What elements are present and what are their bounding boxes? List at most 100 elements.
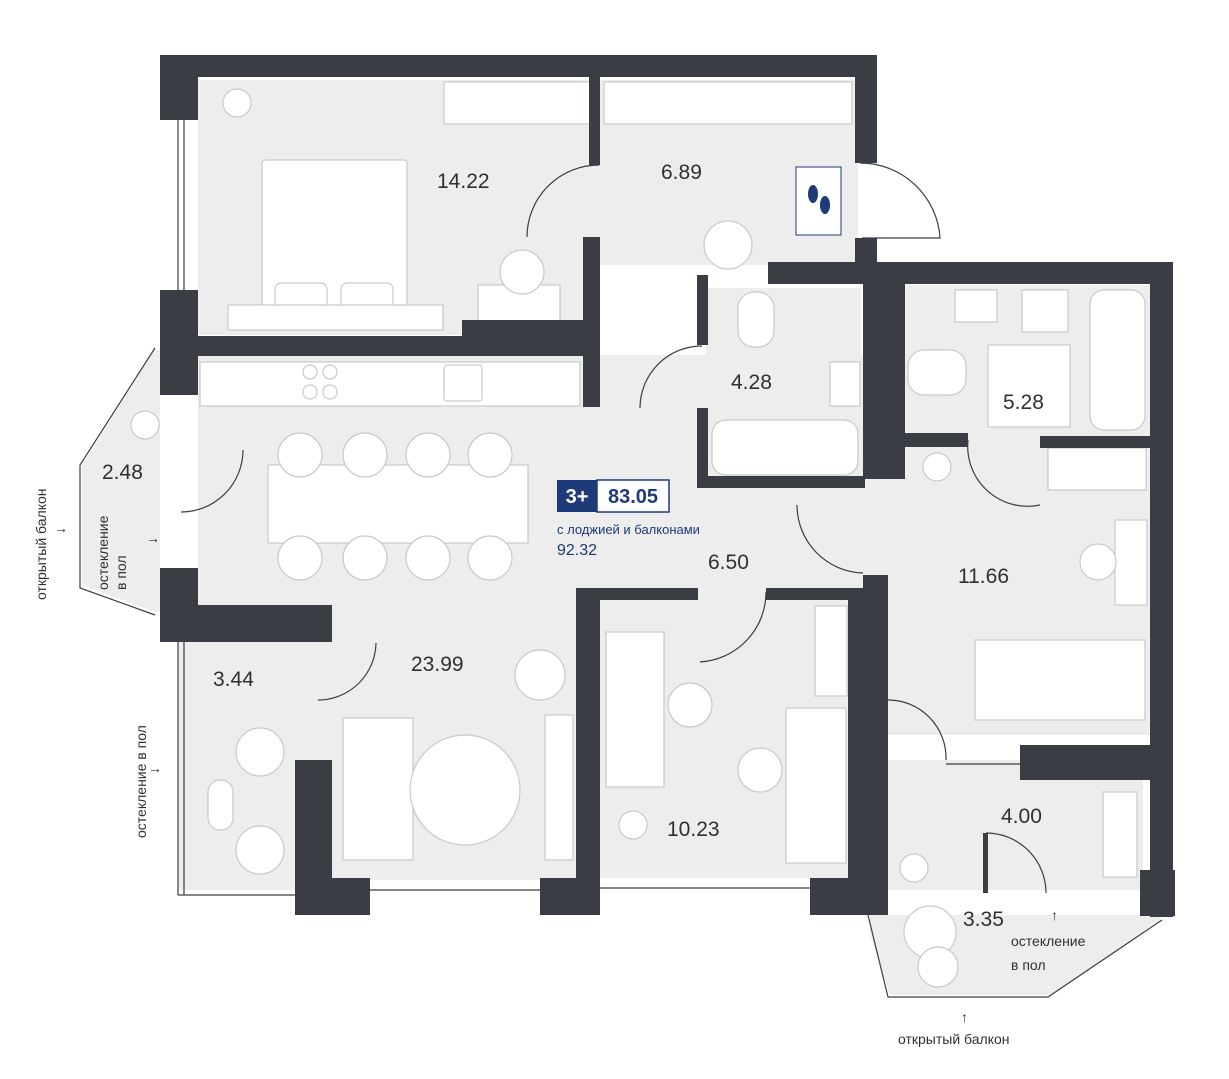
desk: [605, 631, 665, 788]
wall: [697, 275, 708, 345]
bed: [974, 639, 1146, 721]
kitchen-counter: [199, 361, 581, 407]
dining-chair: [467, 535, 513, 581]
armchair: [703, 220, 753, 270]
door-swing: [796, 504, 864, 574]
area-living-kitchen: 23.99: [411, 653, 464, 676]
chair: [1079, 543, 1117, 581]
area-balcony-bottom: 3.35: [963, 908, 1004, 931]
glazing-bottom-line2: в пол: [1011, 957, 1046, 973]
shower-tray: [987, 344, 1071, 428]
plant-icon: [618, 810, 648, 840]
entrance-door: [859, 162, 941, 239]
wall: [1140, 870, 1175, 916]
wall: [540, 878, 600, 915]
armchair: [235, 825, 285, 875]
office-chair: [737, 747, 783, 793]
armchair: [235, 727, 285, 777]
rooms-count: 3+: [566, 486, 589, 508]
dining-table: [267, 464, 529, 544]
dining-chair: [405, 432, 451, 478]
area-bedroom-main: 14.22: [437, 170, 490, 193]
side-table: [207, 779, 234, 831]
wardrobe: [603, 81, 853, 125]
wall: [1150, 262, 1173, 917]
stove-burner: [322, 364, 338, 380]
area-bedroom-right: 11.66: [958, 565, 1009, 588]
wall: [863, 284, 905, 479]
walls: [160, 55, 1175, 917]
wall: [766, 588, 863, 600]
wall: [160, 336, 600, 356]
wall: [576, 588, 600, 886]
side-table: [917, 946, 959, 988]
dining-chair: [342, 432, 388, 478]
open-balcony-left-label: открытый балкон: [33, 488, 49, 600]
arrow-up-icon: ↑: [961, 1009, 968, 1025]
entrance-footprints-icon: [795, 166, 842, 236]
plant-icon: [922, 452, 952, 482]
wardrobe: [443, 81, 591, 125]
stove-burner: [302, 364, 318, 380]
door-swing: [526, 164, 600, 238]
wall: [863, 575, 888, 745]
wall: [697, 408, 708, 488]
door-swing: [639, 345, 703, 409]
wall: [576, 588, 698, 600]
wall: [848, 588, 863, 888]
area-bathroom-2: 5.28: [1003, 391, 1044, 414]
area-balcony-left: 2.48: [102, 461, 143, 484]
bathtub: [1089, 289, 1146, 431]
wall: [768, 262, 1173, 284]
wall: [810, 878, 888, 915]
wall: [589, 55, 600, 165]
glazing-left-line1: остекление: [95, 515, 111, 590]
total-area: 83.05: [608, 486, 658, 508]
area-corridor: 6.50: [708, 551, 749, 574]
door-swing: [699, 591, 767, 663]
shelf: [1102, 791, 1138, 878]
stove-burner: [302, 384, 318, 400]
wall: [1020, 745, 1150, 780]
glazing-left-line2: в пол: [113, 555, 129, 590]
dining-chair: [342, 535, 388, 581]
wall: [855, 238, 877, 268]
open-balcony-bottom-label: открытый балкон: [898, 1031, 1010, 1047]
area-labels: 14.22 6.89 4.28 5.28 2.48 6.50 11.66 3.4…: [102, 161, 1044, 931]
wall: [160, 605, 332, 642]
door-swing: [887, 699, 947, 761]
tv-stand: [544, 714, 574, 861]
wall: [905, 433, 968, 447]
annotations: открытый балкон → остекление в пол → ост…: [33, 488, 1086, 1047]
wall: [983, 833, 988, 893]
area-summary: 3+ 83.05 с лоджией и балконами 92.32: [557, 479, 700, 559]
dining-chair: [277, 432, 323, 478]
door-swing: [967, 439, 1041, 507]
armchair: [514, 649, 566, 701]
toilet: [907, 349, 967, 396]
door-swing: [180, 449, 244, 513]
area-note: с лоджией и балконами: [557, 522, 700, 537]
office-chair: [667, 682, 713, 728]
rooms-badge: [557, 480, 597, 512]
door-swing: [317, 642, 377, 701]
wall: [160, 55, 875, 77]
arrow-right-icon: →: [54, 520, 68, 536]
doors: [180, 162, 1047, 894]
washbasin: [829, 361, 861, 407]
wall: [295, 878, 370, 915]
glazing-loggia-label: остеклениe в пол: [133, 725, 149, 838]
door-swing: [985, 832, 1047, 894]
wardrobe: [1047, 447, 1147, 491]
total-area-box: [596, 479, 670, 513]
bed-nightstands: [227, 304, 444, 331]
balcony-rail-bottom: [867, 914, 1163, 998]
arrow-up-icon: ↑: [1051, 907, 1058, 923]
plant-icon: [130, 410, 160, 440]
plant-icon: [899, 853, 929, 883]
furniture: [130, 81, 1148, 988]
dining-chair: [467, 432, 513, 478]
dining-chair: [405, 535, 451, 581]
glazing: [79, 82, 1163, 998]
